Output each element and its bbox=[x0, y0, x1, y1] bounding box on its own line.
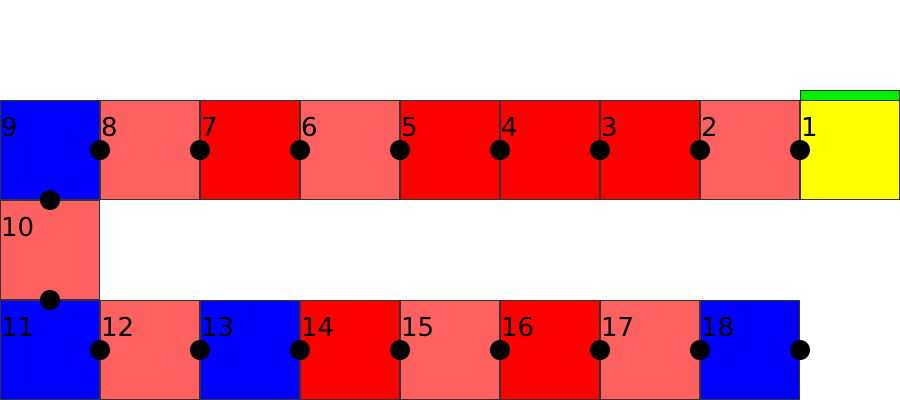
board-tile-4[interactable]: 4 bbox=[500, 100, 600, 200]
board-tile-9[interactable]: 9 bbox=[0, 100, 100, 200]
tile-number: 7 bbox=[201, 113, 218, 143]
board-tile-10[interactable]: 10 bbox=[0, 200, 100, 300]
tile-number: 2 bbox=[701, 113, 718, 143]
board-tile-1[interactable]: 1 bbox=[800, 100, 900, 200]
track-marker-9 bbox=[40, 190, 60, 210]
tile-number: 8 bbox=[101, 113, 118, 143]
track-marker-15 bbox=[490, 340, 510, 360]
board-tile-12[interactable]: 12 bbox=[100, 300, 200, 400]
board-tile-16[interactable]: 16 bbox=[500, 300, 600, 400]
tile-number: 17 bbox=[601, 313, 635, 343]
track-marker-8 bbox=[90, 140, 110, 160]
track-marker-3 bbox=[590, 140, 610, 160]
track-marker-13 bbox=[290, 340, 310, 360]
track-marker-10 bbox=[40, 290, 60, 310]
board-tile-2[interactable]: 2 bbox=[700, 100, 800, 200]
tile-number: 14 bbox=[301, 313, 335, 343]
tile-number: 3 bbox=[601, 113, 618, 143]
board-tile-17[interactable]: 17 bbox=[600, 300, 700, 400]
tile-number: 1 bbox=[801, 113, 818, 143]
tile-number: 6 bbox=[301, 113, 318, 143]
board-tile-5[interactable]: 5 bbox=[400, 100, 500, 200]
track-marker-16 bbox=[590, 340, 610, 360]
tile-number: 16 bbox=[501, 313, 535, 343]
tile-number: 12 bbox=[101, 313, 135, 343]
track-marker-18 bbox=[790, 340, 810, 360]
board-tile-15[interactable]: 15 bbox=[400, 300, 500, 400]
track-marker-17 bbox=[690, 340, 710, 360]
tile-number: 18 bbox=[701, 313, 735, 343]
tile-number: 10 bbox=[1, 213, 35, 243]
tile-number: 13 bbox=[201, 313, 235, 343]
board-tile-14[interactable]: 14 bbox=[300, 300, 400, 400]
track-marker-4 bbox=[490, 140, 510, 160]
tile-number: 5 bbox=[401, 113, 418, 143]
board-tile-11[interactable]: 11 bbox=[0, 300, 100, 400]
track-marker-11 bbox=[90, 340, 110, 360]
track-marker-14 bbox=[390, 340, 410, 360]
tile-number: 15 bbox=[401, 313, 435, 343]
board-tile-18[interactable]: 18 bbox=[700, 300, 800, 400]
tile-number: 11 bbox=[1, 313, 35, 343]
track-marker-1 bbox=[790, 140, 810, 160]
track-marker-5 bbox=[390, 140, 410, 160]
board-tile-6[interactable]: 6 bbox=[300, 100, 400, 200]
track-marker-7 bbox=[190, 140, 210, 160]
track-marker-6 bbox=[290, 140, 310, 160]
board-tile-13[interactable]: 13 bbox=[200, 300, 300, 400]
board-tile-3[interactable]: 3 bbox=[600, 100, 700, 200]
track-marker-2 bbox=[690, 140, 710, 160]
tile-number: 9 bbox=[1, 113, 18, 143]
board-tile-7[interactable]: 7 bbox=[200, 100, 300, 200]
tile-number: 4 bbox=[501, 113, 518, 143]
board-tile-8[interactable]: 8 bbox=[100, 100, 200, 200]
track-marker-12 bbox=[190, 340, 210, 360]
